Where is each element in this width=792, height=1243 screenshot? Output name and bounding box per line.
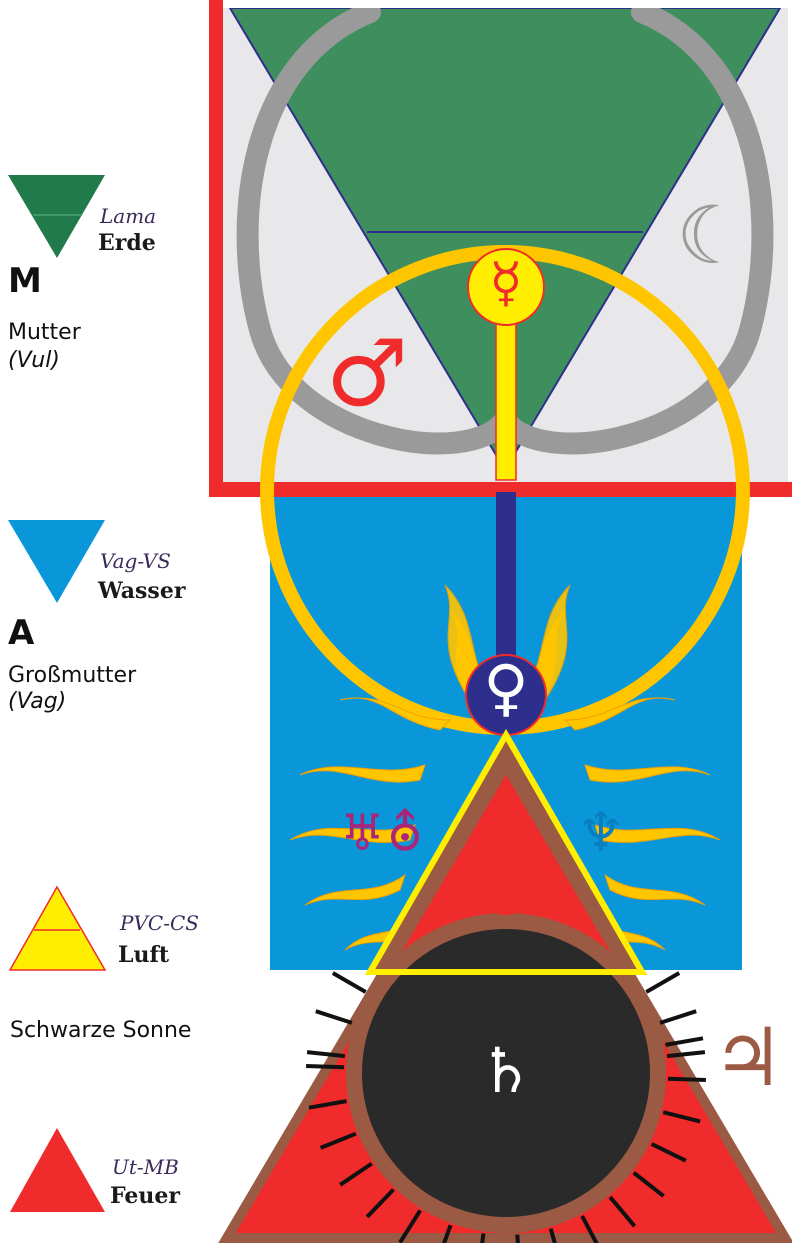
legend-earth-name: Erde (98, 232, 156, 254)
legend-air-name: Luft (118, 944, 169, 966)
legend-water-name: Wasser (98, 580, 185, 602)
venus-icon: ♀ (476, 657, 536, 719)
uranus-alt-icon: ⛢ (384, 808, 426, 858)
black-sun-ray (333, 973, 366, 992)
black-sun-ray (646, 973, 679, 992)
legend-earth-sub: Lama (100, 206, 156, 226)
black-sun-ray (316, 1011, 352, 1023)
legend-earth-triangle (8, 175, 105, 258)
legend-fire-triangle (10, 1128, 105, 1212)
section-a-title: Großmutter (8, 665, 136, 687)
legend-water-triangle (8, 520, 105, 603)
section-m-letter: M (8, 264, 42, 298)
legend-fire-sub: Ut-MB (112, 1157, 179, 1177)
mercury-staff (496, 300, 516, 480)
moon-icon: ☾ (676, 196, 746, 276)
black-sun-label: Schwarze Sonne (10, 1020, 191, 1042)
black-sun-ray (668, 1079, 706, 1080)
section-a-sub: (Vag) (8, 691, 66, 713)
section-m-title: Mutter (8, 322, 81, 344)
mars-icon: ♂ (322, 328, 412, 420)
mercury-icon: ☿ (481, 256, 531, 310)
venus-staff (496, 492, 516, 662)
black-sun-ray (660, 1011, 696, 1023)
legend-air-triangle (10, 887, 105, 970)
uranus-icon: ♅ (340, 808, 382, 858)
neptune-icon: ♆ (576, 806, 626, 860)
section-a-letter: A (8, 616, 34, 650)
sun-icon: ☉ (466, 850, 546, 928)
section-m-sub: (Vul) (8, 350, 60, 372)
legend-water-sub: Vag-VS (100, 551, 171, 571)
saturn-icon: ♄ (476, 1040, 536, 1102)
jupiter-icon: ♃ (712, 1018, 784, 1098)
legend-fire-name: Feuer (110, 1185, 180, 1207)
black-sun-ray (306, 1066, 344, 1067)
legend-air-sub: PVC-CS (120, 913, 199, 933)
